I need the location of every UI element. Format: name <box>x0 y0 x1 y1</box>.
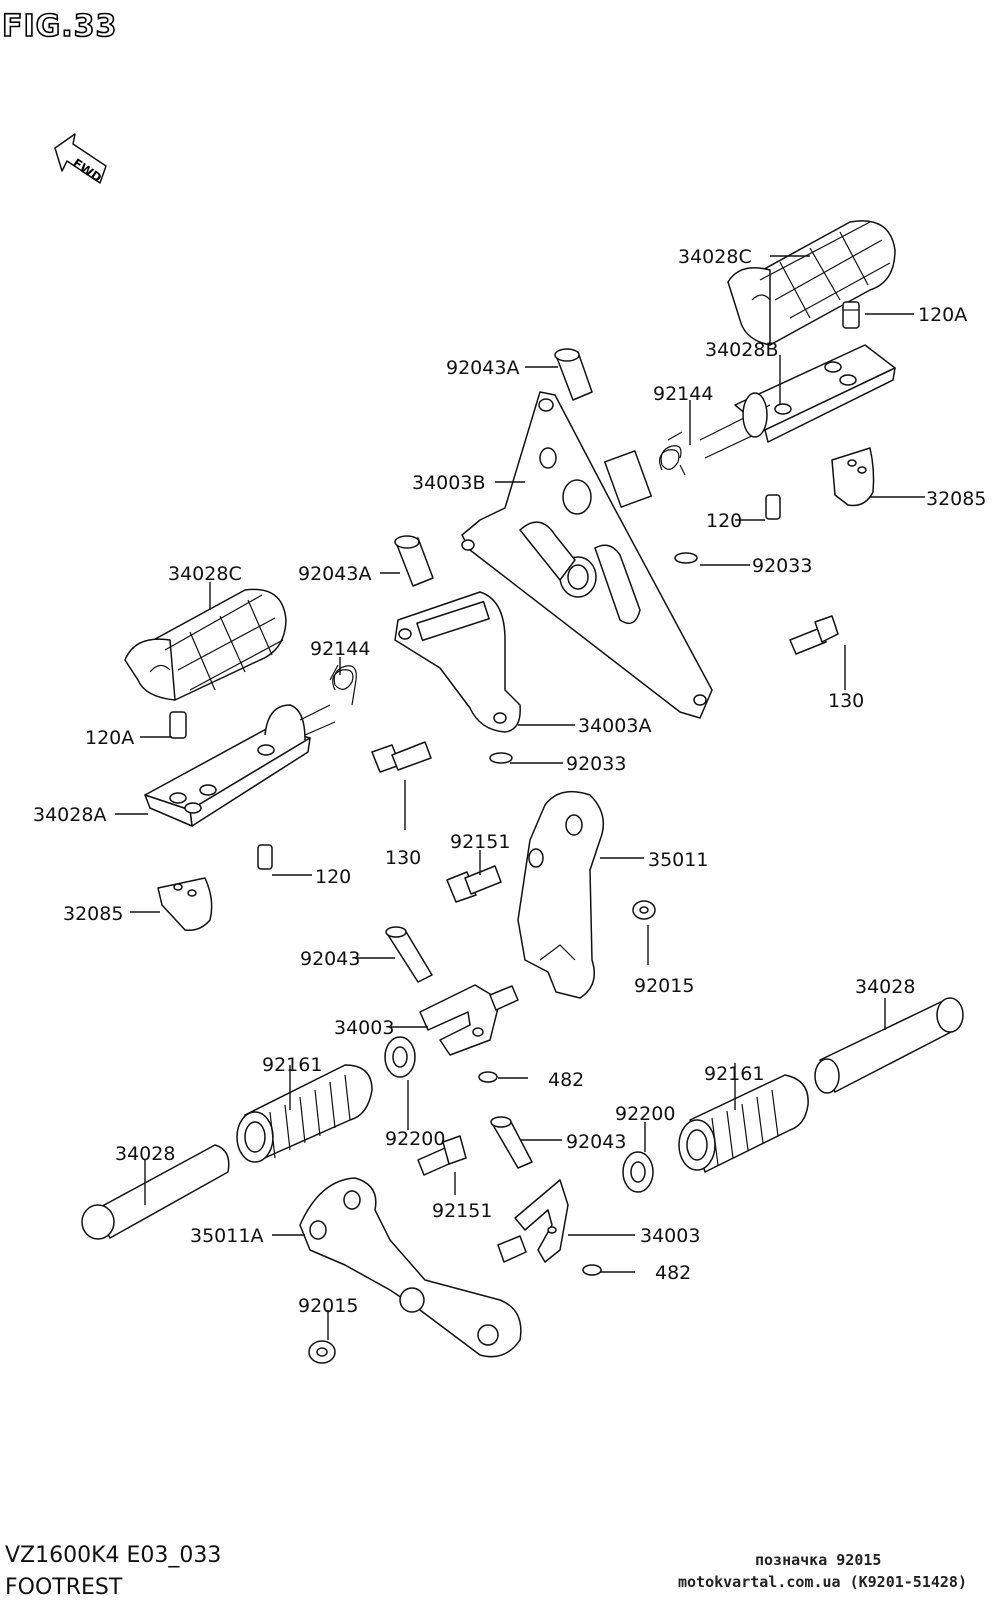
callout-482-lower: 482 <box>655 1262 691 1284</box>
rubber-grip-left <box>124 588 287 701</box>
end-cap-right <box>831 447 875 507</box>
figure-title: FIG.33 <box>2 9 117 44</box>
callout-34003-lower: 34003 <box>640 1225 700 1247</box>
callout-34028-left: 34028 <box>115 1143 175 1165</box>
nut-92015-upper <box>632 900 656 920</box>
callout-120-left: 120 <box>315 866 351 888</box>
callout-32085-left: 32085 <box>63 903 123 925</box>
clevis-34003-lower <box>497 1179 569 1263</box>
callout-92015-lower: 92015 <box>298 1295 358 1317</box>
callout-92033-mid: 92033 <box>566 753 626 775</box>
callout-92043-upper: 92043 <box>300 948 360 970</box>
callout-34028c-left: 34028C <box>168 563 242 585</box>
rubber-grip-92161-right <box>678 1074 809 1173</box>
washer-92200-upper <box>384 1036 416 1078</box>
pin-92043a-mid <box>394 535 434 587</box>
footpeg-tube-left <box>81 1144 230 1240</box>
callout-130-right: 130 <box>828 690 864 712</box>
clip-482-lower <box>582 1264 602 1276</box>
callout-120-right: 120 <box>706 510 742 532</box>
callout-labels: 34028C 120A 92043A 34028B 92144 34003B 3… <box>33 246 986 1317</box>
callout-34028b: 34028B <box>705 339 778 361</box>
callout-92043a-top: 92043A <box>446 357 519 379</box>
bracket-34003a <box>394 591 521 733</box>
callout-92043-lower: 92043 <box>566 1131 626 1153</box>
watermark-site: motokvartal.com.ua (K9201-51428) <box>678 1573 967 1591</box>
clip-482-upper <box>478 1071 498 1083</box>
spring-92144-mid <box>329 664 357 706</box>
callout-92015-upper: 92015 <box>634 975 694 997</box>
clip-92033-mid <box>489 752 513 764</box>
pin-92043-lower <box>490 1116 533 1169</box>
bolt-120-left <box>257 844 273 870</box>
callout-92200-upper: 92200 <box>385 1128 445 1150</box>
model-code: VZ1600K4 E03_033 <box>5 1543 221 1568</box>
callout-130-left: 130 <box>385 847 421 869</box>
footpeg-tube-right <box>814 997 964 1094</box>
bolt-130-left <box>371 741 432 773</box>
bracket-35011 <box>517 790 605 999</box>
bracket-35011a <box>299 1177 522 1358</box>
callout-92043a-mid: 92043A <box>298 563 371 585</box>
callout-482-upper: 482 <box>548 1069 584 1091</box>
rubber-grip-right <box>727 220 896 346</box>
callout-34003a: 34003A <box>578 715 651 737</box>
callout-34003b: 34003B <box>412 472 485 494</box>
callout-92161-left: 92161 <box>262 1054 322 1076</box>
washer-92200-lower <box>622 1151 654 1193</box>
section-name: FOOTREST <box>5 1575 123 1600</box>
callout-34003-upper: 34003 <box>334 1017 394 1039</box>
callout-92151-lower: 92151 <box>432 1200 492 1222</box>
end-cap-left <box>157 877 213 932</box>
pin-92043-upper <box>385 926 433 983</box>
bolt-92151-lower <box>417 1135 467 1176</box>
nut-92015-lower <box>308 1340 336 1364</box>
callout-34028c-right: 34028C <box>678 246 752 268</box>
pin-92043a-top <box>554 348 593 401</box>
bolt-120a-right <box>842 301 860 329</box>
callout-92161-right: 92161 <box>704 1063 764 1085</box>
callout-92144-mid: 92144 <box>310 638 370 660</box>
rubber-grip-92161-left <box>236 1064 373 1163</box>
callout-35011: 35011 <box>648 849 708 871</box>
spring-92144-right <box>658 431 686 476</box>
callout-35011a: 35011A <box>190 1225 263 1247</box>
bolt-120a-left <box>169 711 187 739</box>
footrest-plate-right <box>699 344 896 459</box>
callout-92200-lower: 92200 <box>615 1103 675 1125</box>
bolt-92151-upper <box>446 865 502 903</box>
watermark-tag: позначка 92015 <box>755 1551 881 1569</box>
callout-32085-right: 32085 <box>926 488 986 510</box>
callout-34028-right: 34028 <box>855 976 915 998</box>
footrest-plate-left <box>144 704 336 827</box>
clevis-34003-upper <box>419 984 519 1056</box>
clip-92033-right <box>674 552 698 564</box>
callout-92151-upper: 92151 <box>450 831 510 853</box>
callout-120a-left: 120A <box>85 727 134 749</box>
forward-arrow-icon: FWD <box>54 133 107 185</box>
callout-120a-right: 120A <box>918 304 967 326</box>
leader-lines <box>115 255 925 1340</box>
bracket-34003b <box>461 391 713 719</box>
bolt-130-right <box>789 615 839 655</box>
bolt-120-right <box>765 494 781 520</box>
callout-34028a: 34028A <box>33 804 106 826</box>
callout-92033-right: 92033 <box>752 555 812 577</box>
callout-92144-right: 92144 <box>653 383 713 405</box>
